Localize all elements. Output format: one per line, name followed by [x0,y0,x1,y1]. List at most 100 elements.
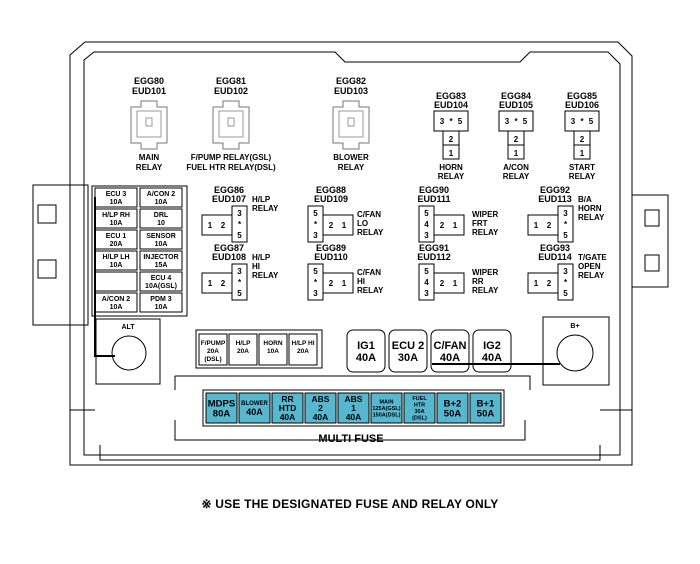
housing-corner [69,409,95,465]
fuse-name: PDM 3 [150,296,172,303]
fuse-name: ECU 1 [106,233,127,240]
multi-fuse-cell [469,392,502,424]
relay-right-block [322,272,354,294]
relay-pin: 1 [534,221,539,230]
relay-name: RELAY [438,172,465,181]
relay-name: RELAY [252,204,279,213]
relay-pin: 3 [313,289,318,298]
large-fuse [346,329,386,373]
relay-code: EGG92 [540,185,570,195]
relay-code: EGG86 [214,185,244,195]
relay-socket [212,100,250,150]
relay-socket [130,100,168,150]
relay-name: RELAY [503,172,530,181]
relay-pin: * [514,117,518,126]
relay-right-block [433,214,465,236]
relay-code: EGG84 [501,91,531,101]
multi-fuse-text: ABS [312,394,330,404]
relay-name: C/FAN [357,210,381,219]
multi-fuse-text: MAIN [379,399,393,405]
multi-fuse-text: B+1 [477,398,495,409]
fuse-rating: 10A [110,220,123,227]
relay-right-block [557,205,574,243]
mid-fuse-frame [195,329,323,369]
b-plus-terminal-stud [556,334,594,372]
relay-pin: 2 [329,221,334,230]
relay-name: F/PUMP RELAY(GSL) [191,153,272,162]
relay-eud: EUD110 [314,252,348,262]
relay-left-block [201,272,233,294]
relay-eud: EUD101 [132,86,166,96]
relay-name: RELAY [578,213,605,222]
multi-fuse-cell [205,392,238,424]
relay-pin: 5 [237,289,242,298]
relay-pin: * [314,278,318,287]
relay-code: EGG89 [316,243,346,253]
relay-code: EGG82 [336,76,366,86]
fuse-label: 20A [207,348,219,355]
relay-right-block [557,263,574,301]
relay-socket-inner [136,110,162,138]
relay-pin: 5 [458,117,463,126]
relay-socket-inner [338,110,364,138]
relay-code: EGG83 [436,91,466,101]
left-bracket-slot [37,204,57,224]
large-fuse [472,329,512,373]
relay-name: T/GATE [578,253,607,262]
relay-pin: * [449,117,453,126]
fuse-name: ECU 4 [151,275,172,282]
relay-pin: 3 [505,117,510,126]
relay-left-block [527,272,559,294]
relay-code: EGG85 [567,91,597,101]
relay-pin: * [564,278,568,287]
relay-name: RELAY [136,163,163,172]
relay-name: HORN [439,163,463,172]
multi-fuse-text: RR [281,394,293,404]
housing-corner [600,409,633,465]
multi-fuse-text: ABS [345,394,363,404]
relay-code: EGG81 [216,76,246,86]
multi-fuse-text: 50A [444,408,462,419]
relay-name: RELAY [252,271,279,280]
relay-pin: 1 [534,279,539,288]
fuse-rating: 10A [110,262,123,269]
fuse-slot [139,250,183,271]
relay-pin: * [238,278,242,287]
multi-fuse-label: MULTI FUSE [318,433,383,445]
relay-pin: 1 [514,149,519,158]
multi-fuse-text: (DSL) [412,416,427,422]
note-mark: ※ [201,497,212,511]
relay-left-block [527,214,559,236]
relay-pin: 5 [313,209,318,218]
relay-right-block [231,205,248,243]
fuse-name: A/CON 2 [102,296,131,303]
relay-pin: 2 [547,221,552,230]
relay-pin: 1 [342,221,347,230]
fuse-label: H/LP [236,340,251,347]
relay-pin: 3 [571,117,576,126]
right-bracket-slot [644,209,660,227]
relay-eud: EUD102 [214,86,248,96]
relay-pin: * [238,220,242,229]
relay-socket-pin [347,117,355,127]
relay-pin: 1 [208,279,213,288]
relay-pin: 3 [424,289,429,298]
multi-fuse-cell [271,392,304,424]
fuse-name: INJECTOR [143,254,178,261]
relay-eud: EUD106 [565,100,599,110]
fuse-name: H/LP RH [102,212,130,219]
multi-fuse-text: 80A [213,408,231,419]
multi-fuse-text: MDPS [208,398,235,409]
relay-eud: EUD113 [538,194,572,204]
multi-fuse-text: 1 [351,403,356,413]
relay-pin: 1 [453,279,458,288]
relay-pin: 4 [424,220,429,229]
relay-pin: 2 [440,279,445,288]
relay-name: RR [472,277,484,286]
